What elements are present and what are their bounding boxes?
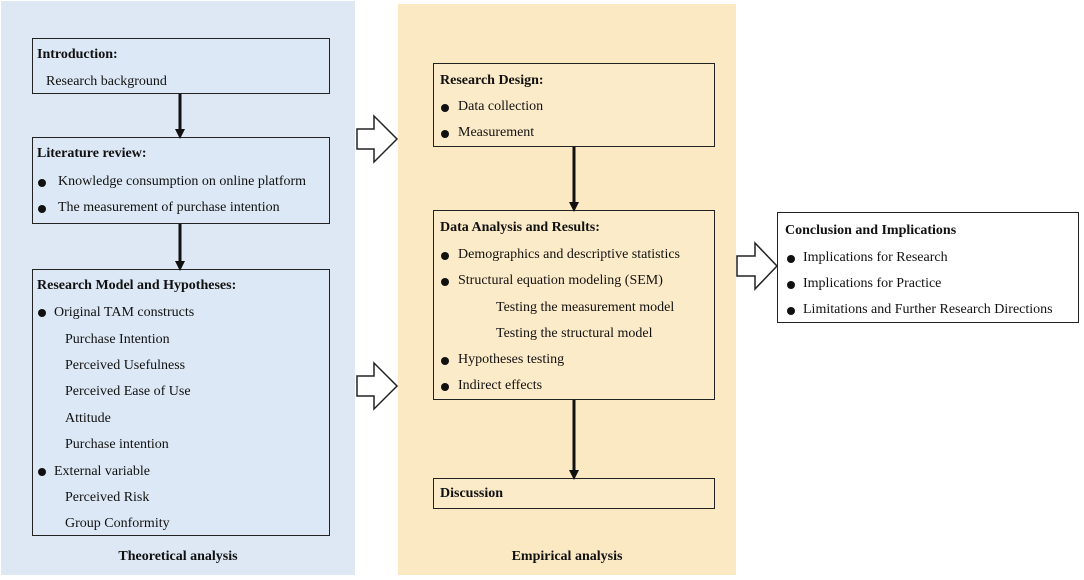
bullet-icon	[787, 281, 795, 289]
discussion-box: Discussion	[433, 478, 715, 509]
analysis-item: Indirect effects	[458, 378, 543, 393]
research-model-title: Research Model and Hypotheses:	[37, 278, 237, 293]
bullet-icon	[38, 309, 46, 317]
model-item: Original TAM constructs	[54, 305, 195, 320]
analysis-item: Structural equation modeling (SEM)	[458, 273, 663, 288]
model-item: Attitude	[65, 411, 111, 426]
literature-review-box: Literature review: Knowledge consumption…	[32, 137, 330, 224]
conclusion-box: Conclusion and Implications Implications…	[777, 212, 1079, 323]
conclusion-item: Implications for Practice	[803, 276, 942, 291]
introduction-item: Research background	[46, 74, 167, 89]
research-design-box: Research Design: Data collection Measure…	[433, 63, 715, 147]
bullet-icon	[787, 307, 795, 315]
bullet-icon	[441, 104, 449, 112]
bullet-icon	[38, 205, 46, 213]
model-item: Group Conformity	[65, 516, 170, 531]
block-arrow-right-icon	[736, 241, 779, 291]
bullet-icon	[38, 468, 46, 476]
empirical-analysis-label: Empirical analysis	[511, 549, 623, 564]
design-item: Data collection	[458, 99, 544, 114]
model-item: Purchase Intention	[65, 332, 170, 347]
discussion-title: Discussion	[440, 486, 504, 501]
analysis-item: Demographics and descriptive statistics	[458, 247, 680, 262]
analysis-item: Testing the measurement model	[496, 300, 675, 315]
analysis-item: Hypotheses testing	[458, 352, 565, 367]
bullet-icon	[787, 255, 795, 263]
literature-item: The measurement of purchase intention	[58, 200, 280, 215]
literature-review-title: Literature review:	[37, 146, 147, 161]
block-arrow-right-icon	[356, 114, 399, 164]
conclusion-item: Implications for Research	[803, 250, 948, 265]
introduction-box: Introduction: Research background	[32, 38, 330, 94]
model-item: Perceived Risk	[65, 490, 150, 505]
model-item: External variable	[54, 464, 151, 479]
conclusion-item: Limitations and Further Research Directi…	[803, 302, 1053, 317]
research-design-title: Research Design:	[440, 73, 544, 88]
introduction-title: Introduction:	[37, 47, 118, 62]
literature-item: Knowledge consumption on online platform	[58, 174, 307, 189]
model-item: Perceived Usefulness	[65, 358, 186, 373]
bullet-icon	[441, 252, 449, 260]
bullet-icon	[441, 383, 449, 391]
bullet-icon	[38, 179, 46, 187]
conclusion-title: Conclusion and Implications	[785, 223, 957, 238]
model-item: Purchase intention	[65, 437, 169, 452]
analysis-item: Testing the structural model	[496, 326, 653, 341]
model-item: Perceived Ease of Use	[65, 384, 191, 399]
bullet-icon	[441, 130, 449, 138]
design-item: Measurement	[458, 125, 535, 140]
research-model-box: Research Model and Hypotheses: Original …	[32, 269, 330, 536]
bullet-icon	[441, 357, 449, 365]
theoretical-analysis-label: Theoretical analysis	[118, 549, 238, 564]
bullet-icon	[441, 278, 449, 286]
block-arrow-right-icon	[356, 361, 399, 411]
data-analysis-title: Data Analysis and Results:	[440, 220, 600, 235]
